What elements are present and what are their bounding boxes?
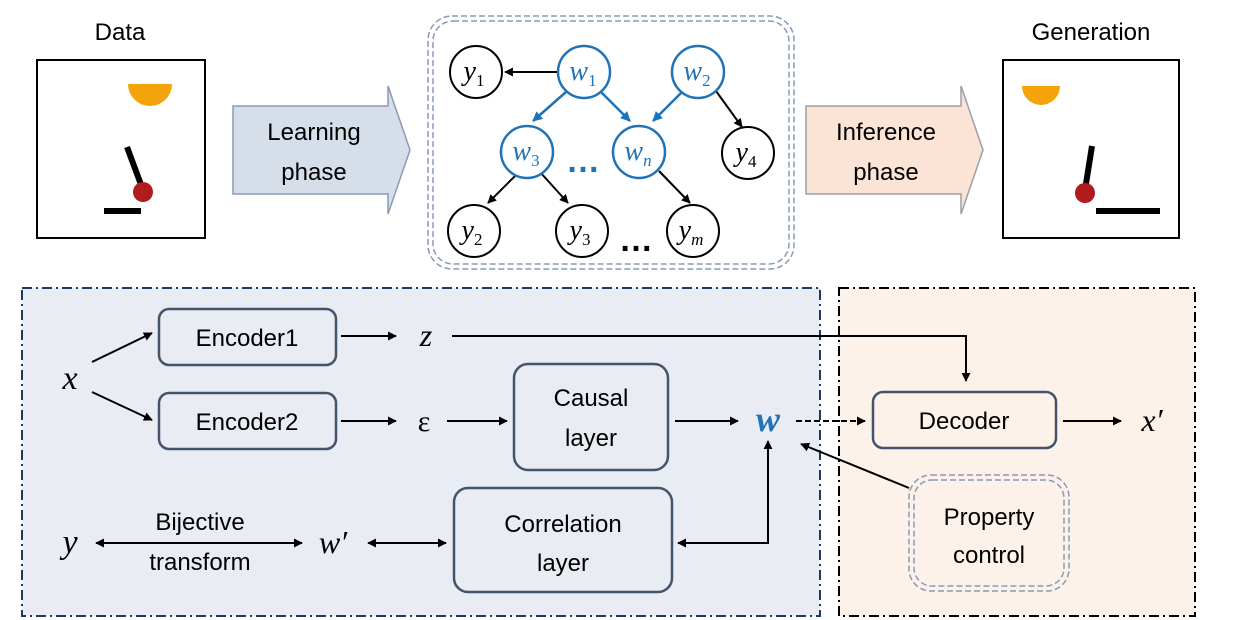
arrow-correlation-w: [677, 440, 773, 548]
svg-text:Property: Property: [944, 504, 1035, 531]
svg-text:control: control: [953, 542, 1025, 569]
pendulum-rod: [1082, 145, 1095, 191]
edge-wn-ym: [658, 170, 691, 204]
node-w1: w1: [556, 44, 612, 100]
pendulum-bob: [1075, 183, 1095, 203]
node-y3: y3: [555, 204, 609, 258]
svg-text:ym: ym: [676, 215, 704, 249]
ellipsis-y: …: [619, 221, 653, 259]
edge-w3-y2: [487, 172, 519, 204]
svg-text:Encoder1: Encoder1: [196, 325, 299, 352]
svg-text:w1: w1: [569, 56, 596, 90]
inference-phase-arrow: Inference phase: [805, 85, 984, 215]
noise-epsilon: ε: [418, 405, 431, 438]
bijective-label-line2: transform: [149, 549, 250, 576]
svg-text:Causal: Causal: [554, 385, 629, 412]
inference-label-line1: Inference: [836, 119, 936, 146]
node-w3: w3: [499, 124, 555, 180]
svg-text:y4: y4: [733, 137, 757, 171]
node-y2: y2: [447, 204, 501, 258]
node-wn: wn: [611, 124, 667, 180]
svg-text:layer: layer: [537, 550, 589, 577]
light-source-icon: [128, 84, 172, 106]
pendulum-bob: [133, 182, 153, 202]
learning-label-line2: phase: [281, 159, 346, 186]
svg-text:Decoder: Decoder: [919, 408, 1010, 435]
svg-text:y1: y1: [461, 56, 485, 90]
property-control-box: Property control: [908, 474, 1070, 592]
bijective-label-line1: Bijective: [155, 509, 244, 536]
svg-text:w2: w2: [683, 56, 710, 90]
correlation-layer-box: Correlation layer: [452, 486, 674, 594]
arrow-x-encoder2: [91, 391, 153, 421]
learning-phase-arrow: Learning phase: [232, 85, 411, 215]
edge-w1-w3: [532, 91, 567, 122]
arrow-z-decoder: [452, 335, 971, 382]
data-image: [36, 59, 206, 239]
generation-title: Generation: [1032, 19, 1151, 46]
svg-text:Correlation: Correlation: [504, 511, 621, 538]
node-y1: y1: [449, 45, 503, 99]
edge-w1-wn: [600, 91, 631, 122]
transformed-w-prime: w′: [319, 524, 348, 560]
generation-image: [1002, 59, 1180, 239]
arrow-x-encoder1: [91, 332, 153, 363]
label-y: y: [59, 524, 78, 561]
arrow-property-w: [800, 442, 910, 489]
encoder2-box: Encoder2: [157, 391, 338, 451]
input-x: x: [61, 360, 77, 397]
node-w2: w2: [670, 44, 726, 100]
encoder1-box: Encoder1: [157, 307, 338, 367]
causal-variable-w: w: [756, 399, 781, 439]
learning-label-line1: Learning: [267, 119, 360, 146]
svg-text:Encoder2: Encoder2: [196, 409, 299, 436]
edge-w2-wn: [652, 91, 683, 122]
ellipsis-w: …: [566, 142, 600, 180]
node-ym: ym: [666, 204, 720, 258]
causal-graph: w1 w2 w3 wn … y1 y4 y2 y3: [427, 15, 795, 270]
data-title: Data: [95, 19, 146, 46]
svg-text:wn: wn: [624, 136, 651, 170]
output-x-prime: x′: [1140, 402, 1163, 438]
inference-label-line2: phase: [853, 159, 918, 186]
svg-text:y3: y3: [567, 215, 591, 249]
causal-layer-box: Causal layer: [512, 362, 670, 472]
svg-text:y2: y2: [459, 215, 483, 249]
node-y4: y4: [721, 126, 775, 180]
svg-text:layer: layer: [565, 425, 617, 452]
decoder-box: Decoder: [871, 390, 1058, 450]
light-source-icon: [1022, 86, 1060, 105]
latent-z: z: [419, 317, 433, 353]
edge-w3-y3: [539, 171, 569, 204]
edge-w2-y4: [715, 90, 743, 128]
svg-text:w3: w3: [512, 136, 539, 170]
